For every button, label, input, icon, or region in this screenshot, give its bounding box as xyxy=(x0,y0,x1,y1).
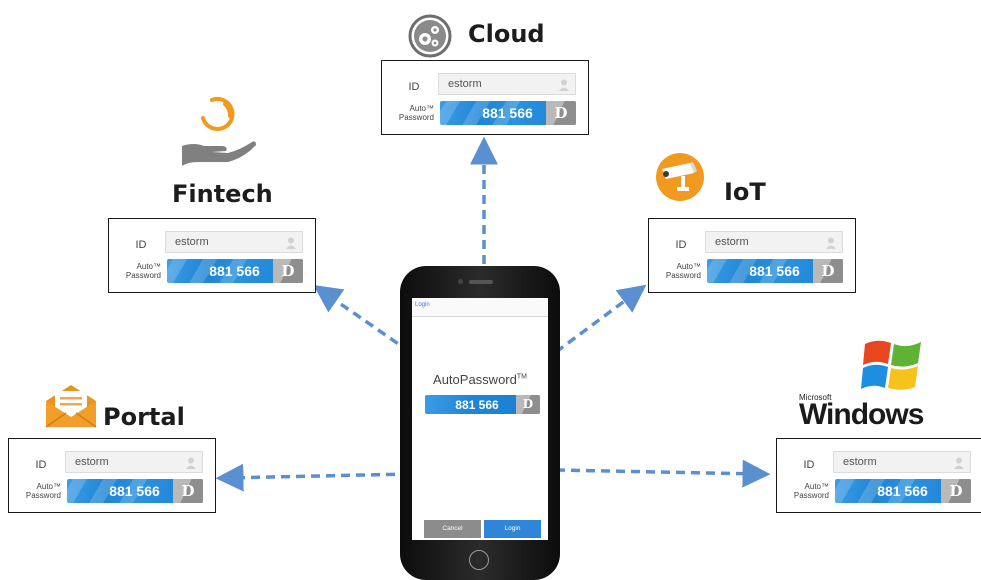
windows-logo: Microsoft Windows xyxy=(799,338,939,431)
id-input[interactable]: estorm xyxy=(833,451,971,473)
auto-password-bar[interactable]: 881 566 D xyxy=(707,259,843,283)
autopassword-brand: AutoPasswordTM xyxy=(433,372,527,387)
auto-password-bar[interactable]: 881 566 D xyxy=(167,259,303,283)
smartphone: Login AutoPasswordTM 881 566 D Cancel Log… xyxy=(400,266,560,580)
id-value: estorm xyxy=(715,236,749,248)
id-value: estorm xyxy=(175,236,209,248)
id-input[interactable]: estorm xyxy=(65,451,203,473)
gears-icon xyxy=(408,14,452,58)
d-icon: D xyxy=(546,101,576,125)
mail-envelope-icon xyxy=(44,383,98,429)
d-icon: D xyxy=(941,479,971,503)
id-input[interactable]: estorm xyxy=(438,73,576,95)
d-icon: D xyxy=(273,259,303,283)
screen-header: Login xyxy=(412,298,548,317)
arrow-to-portal xyxy=(215,463,411,492)
user-icon xyxy=(954,456,964,474)
cloud-title: Cloud xyxy=(468,20,545,48)
id-label: ID xyxy=(803,459,815,471)
password-code: 881 566 xyxy=(749,263,800,279)
id-label: ID xyxy=(408,81,420,93)
user-icon xyxy=(186,456,196,474)
windows-text: Windows xyxy=(799,398,924,431)
password-code: 881 566 xyxy=(877,483,928,499)
d-icon: D xyxy=(516,395,540,414)
d-icon: D xyxy=(813,259,843,283)
iot-title: IoT xyxy=(724,178,766,206)
portal-title: Portal xyxy=(103,403,185,431)
screen-header-title: Login xyxy=(415,302,430,308)
front-camera xyxy=(458,279,463,284)
arrow-to-iot xyxy=(554,284,647,354)
user-icon xyxy=(286,236,296,254)
arrow-to-fintech xyxy=(313,285,411,354)
id-value: estorm xyxy=(75,456,109,468)
id-value: estorm xyxy=(448,78,482,90)
phone-password-bar[interactable]: 881 566 D xyxy=(425,395,540,414)
password-code: 881 566 xyxy=(209,263,260,279)
speaker xyxy=(469,280,493,284)
id-value: estorm xyxy=(843,456,877,468)
cancel-button[interactable]: Cancel xyxy=(424,520,481,538)
windows-flag-icon xyxy=(861,338,925,401)
auto-password-bar[interactable]: 881 566 D xyxy=(835,479,971,503)
hand-ring-icon xyxy=(178,96,258,172)
id-label: ID xyxy=(135,239,147,251)
id-input[interactable]: estorm xyxy=(705,231,843,253)
user-icon xyxy=(826,236,836,254)
id-input[interactable]: estorm xyxy=(165,231,303,253)
auto-password-bar[interactable]: 881 566 D xyxy=(67,479,203,503)
id-label: ID xyxy=(675,239,687,251)
user-icon xyxy=(559,78,569,96)
phone-screen: Login AutoPasswordTM 881 566 D Cancel Log… xyxy=(412,298,548,540)
cctv-camera-icon xyxy=(655,152,705,202)
password-code: 881 566 xyxy=(109,483,160,499)
microsoft-text: Microsoft xyxy=(799,393,832,402)
home-button[interactable] xyxy=(469,550,489,570)
id-label: ID xyxy=(35,459,47,471)
fintech-title: Fintech xyxy=(172,180,273,208)
phone-password-code: 881 566 xyxy=(455,398,499,412)
d-icon: D xyxy=(173,479,203,503)
arrow-to-windows xyxy=(555,459,771,488)
login-button[interactable]: Login xyxy=(484,520,541,538)
auto-password-bar[interactable]: 881 566 D xyxy=(440,101,576,125)
password-code: 881 566 xyxy=(482,105,533,121)
